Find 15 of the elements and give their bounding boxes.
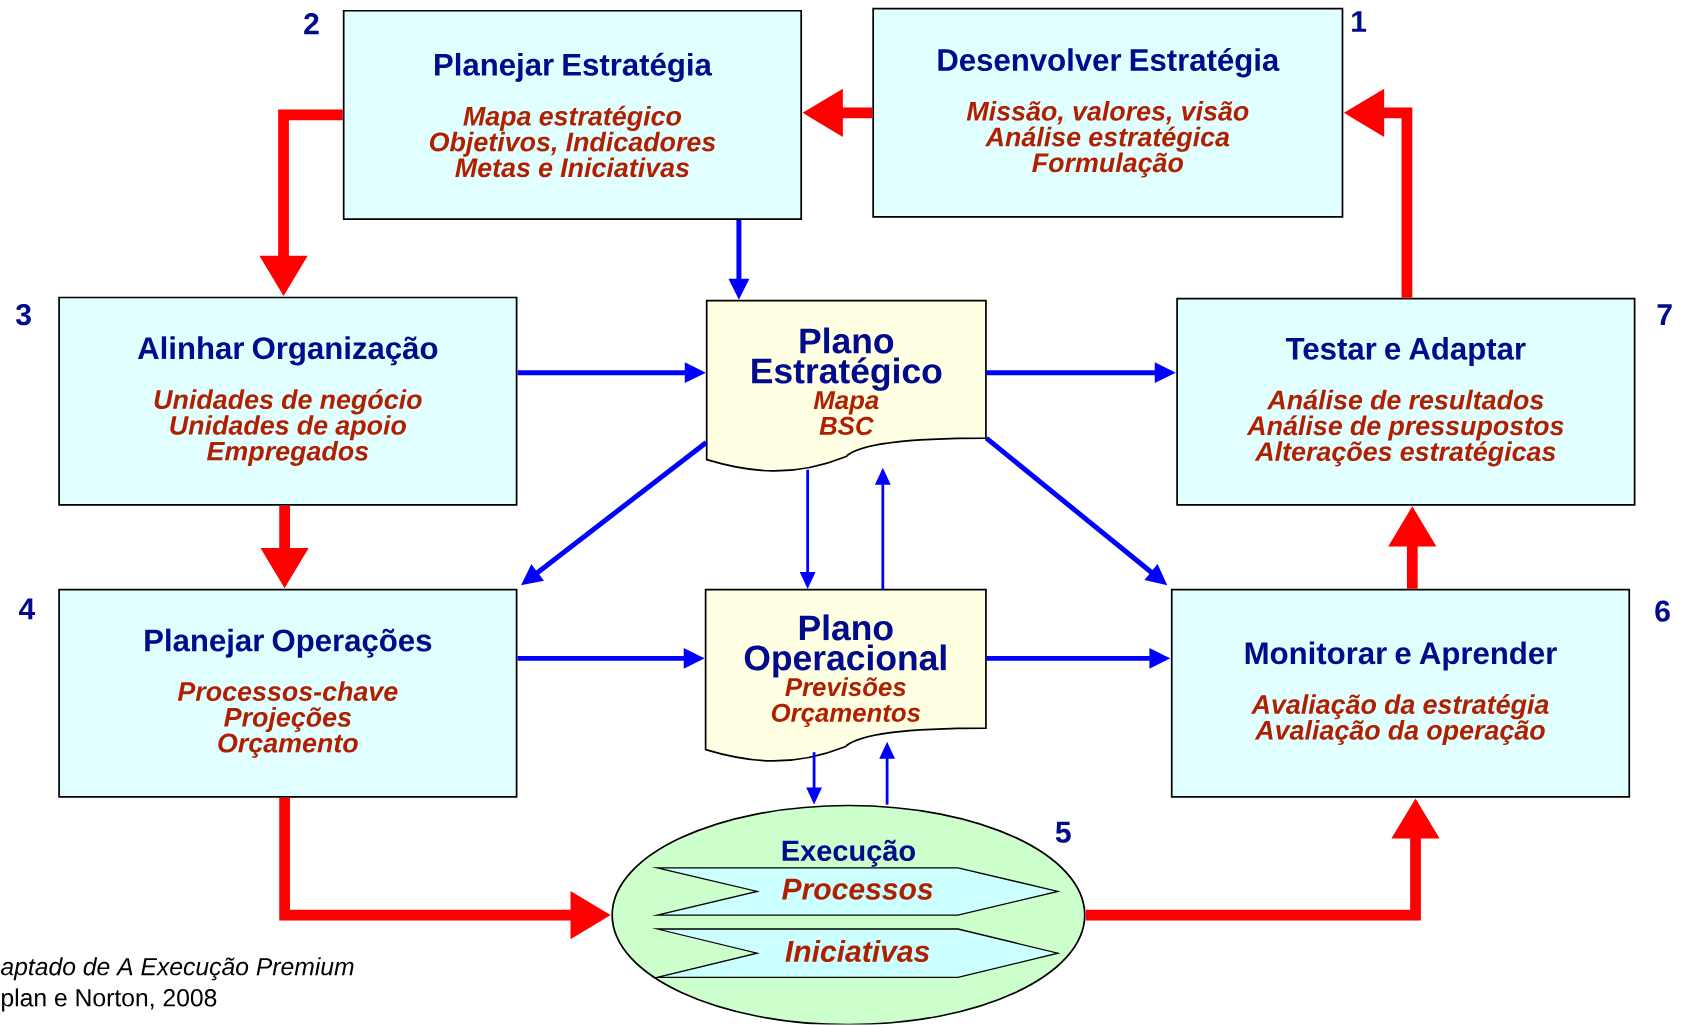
process-box: Testar e Adaptar Análise de resultados Análise de pressupostos Alterações estratégicas [1176,297,1636,506]
number-label: 1 [1352,11,1367,33]
number-label: 4 [18,598,36,620]
process-box: Monitorar e Aprender Avaliação da estratégia Avaliação da operação [1170,588,1631,798]
number-label: 3 [15,304,31,326]
process-box: Planejar Operações Processos-chave Projeções Orçamento [58,588,518,798]
process-box: Alinhar Organização Unidades de negócio Unidades de apoio Empregados [58,296,518,506]
number-label: 7 [1657,304,1672,326]
process-box: Planejar Estratégia Mapa estratégico Objetivos, Indicadores Metas e Iniciativas [342,10,803,221]
source-note: plan e Norton, 2008 [2,988,217,1012]
number-label: 6 [1655,600,1670,622]
number-label: 5 [1055,822,1071,844]
number-label: 2 [304,13,319,35]
process-box: Desenvolver Estratégia Missão, valores, visão Análise estratégica Formulação [872,7,1344,218]
source-note: aptado de A Execução Premium [0,957,354,981]
